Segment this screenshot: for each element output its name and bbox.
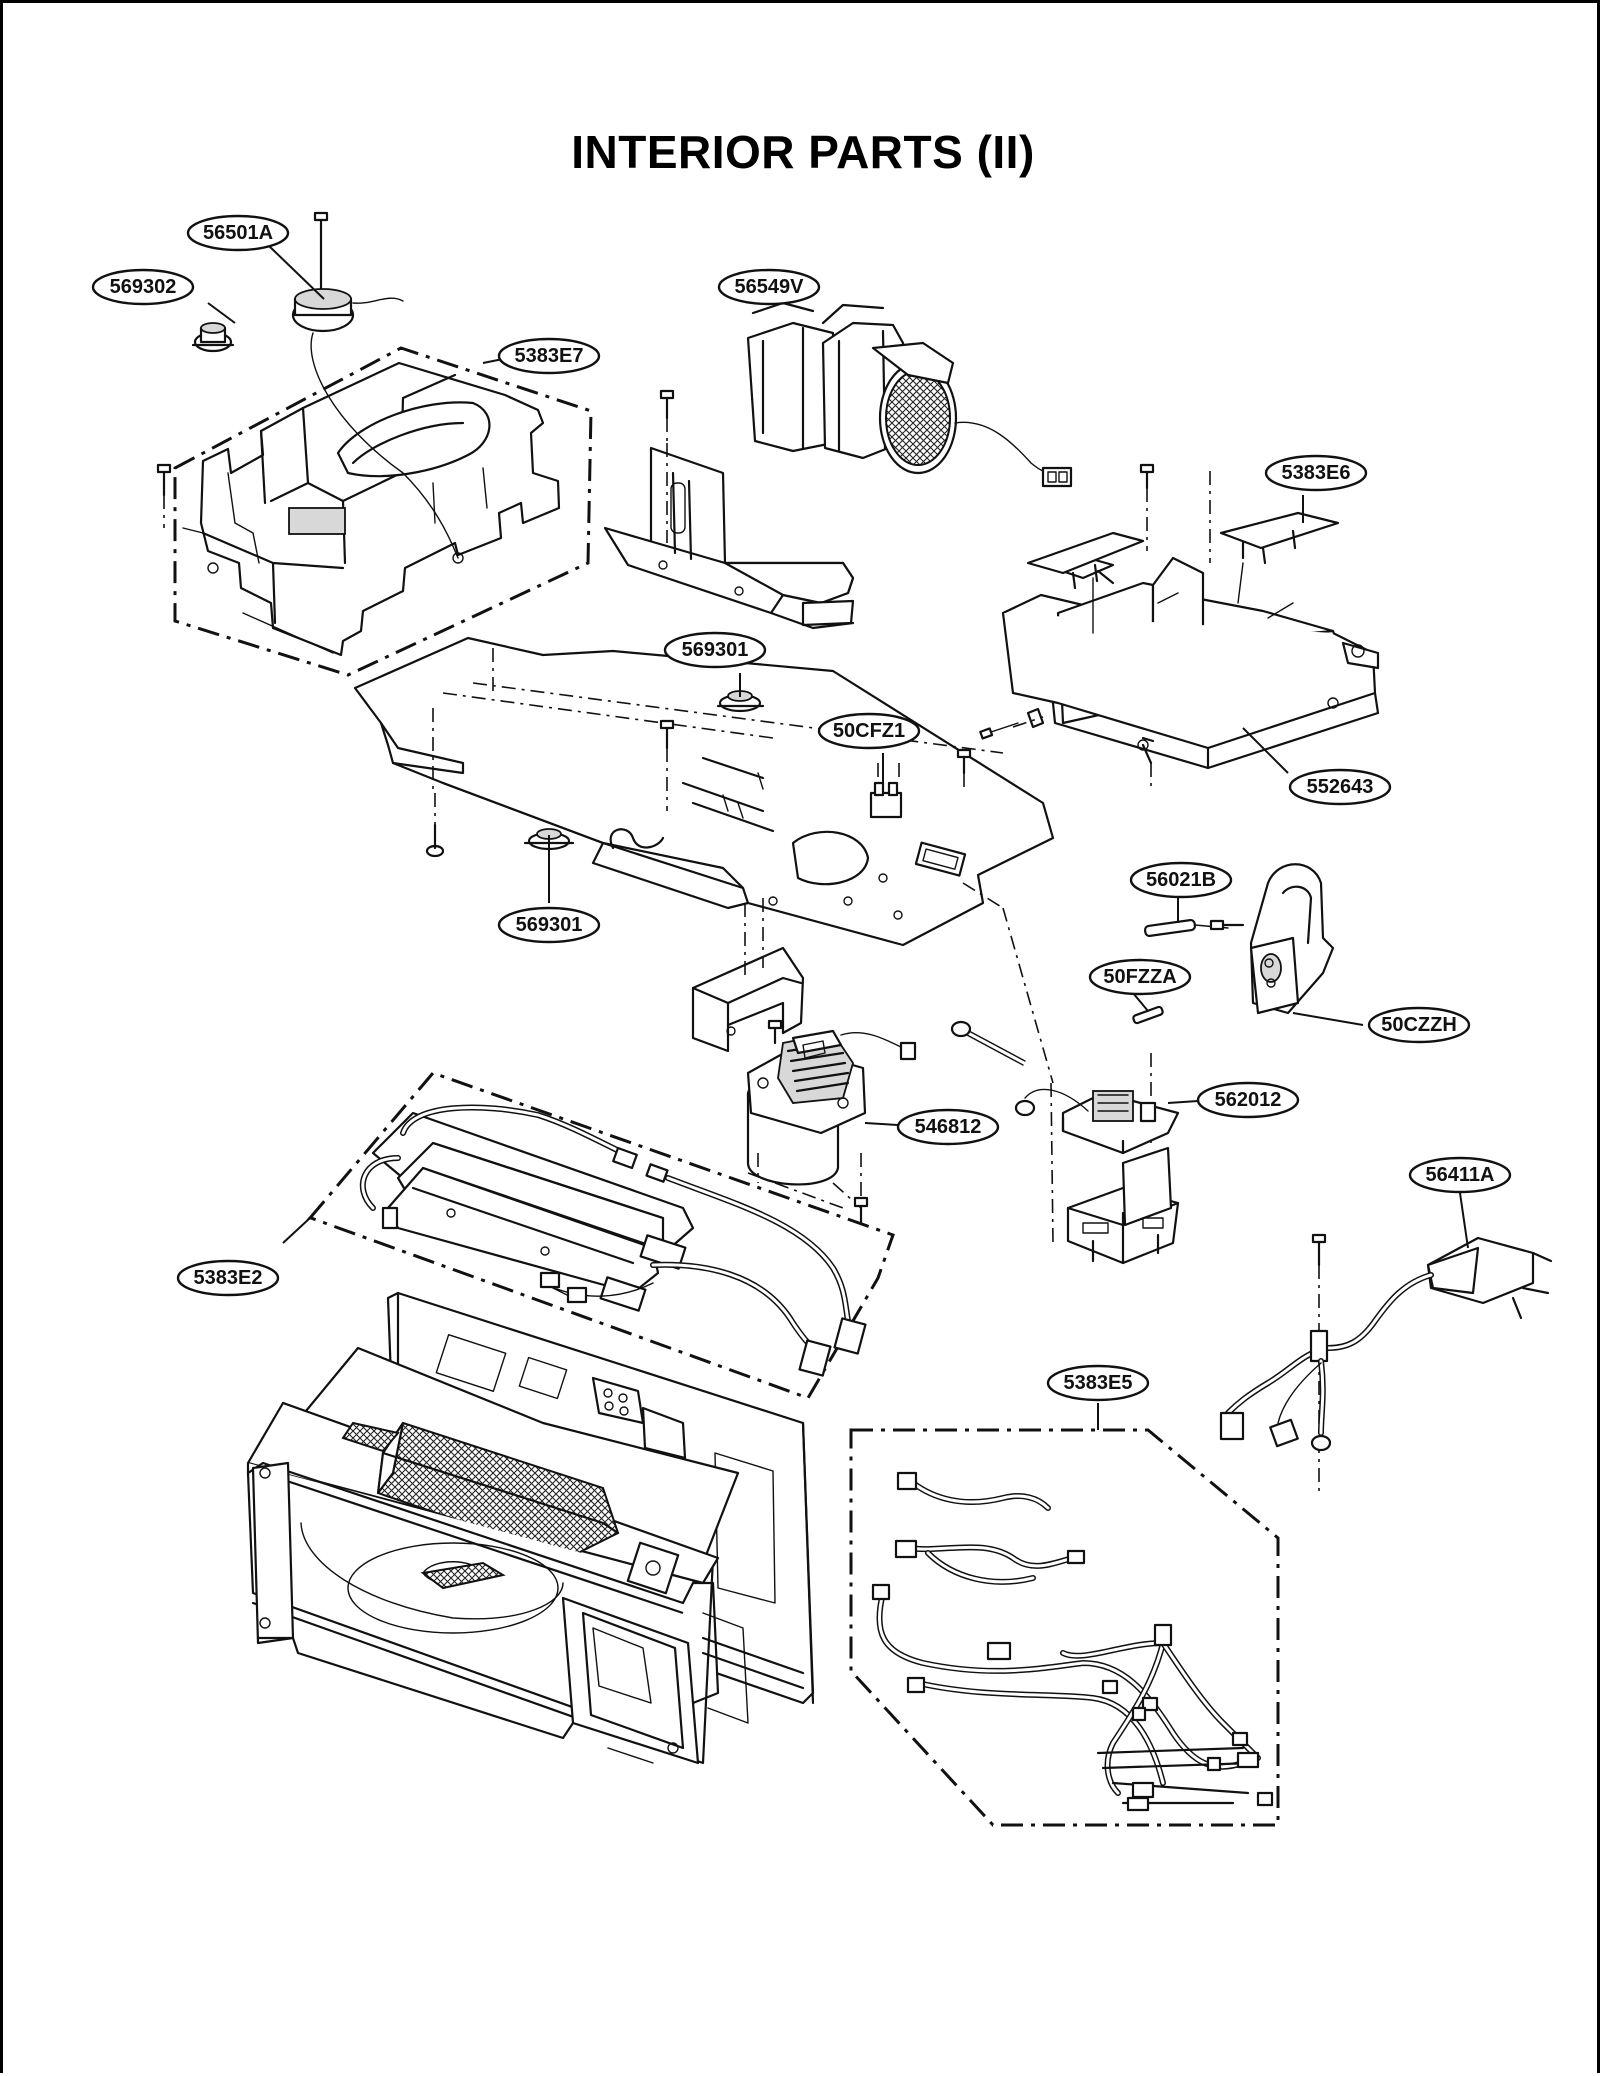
switch-bracket (1066, 1146, 1180, 1265)
ring-terminal-wire (950, 1020, 1026, 1066)
callout-label: 569301 (682, 639, 749, 661)
callout-56501A: 56501A (186, 214, 290, 252)
callout-50CZZH: 50CZZH (1367, 1006, 1471, 1044)
callout-5383E2: 5383E2 (176, 1259, 280, 1297)
heater-assembly-5383E2 (306, 1071, 895, 1400)
callout-leaders (207, 244, 1469, 1430)
fan-motor-assembly (746, 301, 1073, 488)
wire-harness-5383E5 (849, 1428, 1280, 1827)
callout-56411A: 56411A (1408, 1156, 1512, 1194)
callout-56549V: 56549V (717, 268, 821, 306)
callout-label: 562012 (1215, 1089, 1282, 1111)
callout-5383E7: 5383E7 (497, 337, 601, 375)
callout-label: 50CZZH (1381, 1014, 1457, 1036)
callout-546812: 546812 (896, 1108, 1000, 1146)
fuse-50FZZA (1132, 1005, 1164, 1025)
callout-label: 56549V (735, 276, 805, 298)
callout-50CFZ1: 50CFZ1 (817, 712, 921, 750)
callout-label: 5383E7 (515, 345, 584, 367)
callout-label: 50FZZA (1103, 966, 1176, 988)
noise-filter-562012 (1014, 1088, 1180, 1155)
thermal-cutout-569302 (191, 322, 235, 353)
callout-label: 5383E2 (194, 1267, 263, 1289)
callout-label: 552643 (1307, 776, 1374, 798)
callout-label: 546812 (915, 1116, 982, 1138)
power-cord-56411A (1219, 1233, 1553, 1493)
callout-569301-lower: 569301 (497, 906, 601, 944)
page-title: INTERIOR PARTS (II) (571, 126, 1035, 178)
air-guide-duct (173, 346, 593, 677)
callout-56021B: 56021B (1129, 861, 1233, 899)
thermal-fuse-56021B (1143, 918, 1245, 938)
callout-label: 56501A (203, 222, 273, 244)
mounting-bracket (691, 898, 805, 1053)
exploded-view-diagram: 56501A 569302 5383E7 56549V 5383E6 56930… (91, 211, 1553, 1827)
base-plate (353, 636, 1055, 947)
callout-5383E5: 5383E5 (1046, 1364, 1150, 1402)
base-screws (425, 719, 972, 858)
callout-label: 569302 (110, 276, 177, 298)
callout-label: 56411A (1426, 1164, 1495, 1186)
damper-plate (603, 389, 855, 630)
oven-cavity (246, 1291, 815, 1765)
callout-label: 56021B (1146, 869, 1216, 891)
assembly-guide-lines (962, 882, 1152, 1244)
callout-569302: 569302 (91, 268, 195, 306)
callout-50FZZA: 50FZZA (1088, 958, 1192, 996)
callout-label: 50CFZ1 (833, 720, 905, 742)
callout-label: 569301 (516, 914, 583, 936)
callout-5383E6: 5383E6 (1264, 454, 1368, 492)
door-switch-50CZZH (1249, 863, 1335, 1015)
base-chassis-552643 (979, 463, 1380, 788)
callout-label: 5383E6 (1282, 462, 1351, 484)
callout-562012: 562012 (1196, 1081, 1300, 1119)
transformer-546812 (746, 1029, 917, 1225)
callout-label: 5383E5 (1064, 1372, 1133, 1394)
callout-552643: 552643 (1288, 768, 1392, 806)
callout-569301-upper: 569301 (663, 631, 767, 669)
screw-duct (156, 463, 172, 528)
